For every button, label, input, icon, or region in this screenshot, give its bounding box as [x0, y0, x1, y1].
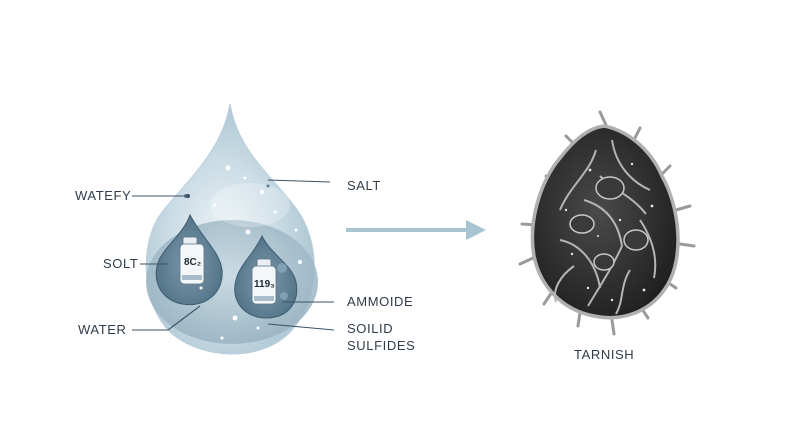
salt-bottle-icon	[179, 236, 205, 285]
salt-bubble	[155, 213, 223, 306]
label-tarnish: TARNISH	[574, 347, 635, 362]
crystal-facets	[569, 176, 649, 271]
water-drop-highlight	[210, 183, 290, 227]
crystal-body	[530, 124, 680, 320]
tarnish-crystal	[518, 110, 696, 336]
crystal-specks	[564, 162, 654, 302]
ammoide-bubble	[234, 234, 298, 319]
salt-bottle-label: 8C₂	[184, 257, 202, 268]
label-watefy: WATEFY	[75, 188, 132, 203]
leader-line-salt	[267, 179, 331, 183]
particles	[184, 165, 302, 340]
label-ammoide: AMMOIDE	[347, 294, 414, 309]
label-soilid: SOILID	[347, 321, 394, 336]
label-salt: SALT	[347, 178, 381, 193]
label-sulfides: SULFIDES	[347, 338, 416, 353]
water-drop	[145, 103, 318, 355]
label-water: WATER	[78, 322, 127, 337]
ammoide-bottle-icon	[251, 258, 288, 305]
leader-lines	[132, 179, 335, 331]
leader-line-water-b	[167, 305, 201, 331]
ammoide-bottle-label: 119₃	[254, 279, 275, 290]
label-solt: SOLT	[103, 256, 139, 271]
leader-line-soilid	[267, 323, 335, 331]
process-arrow	[346, 220, 486, 240]
